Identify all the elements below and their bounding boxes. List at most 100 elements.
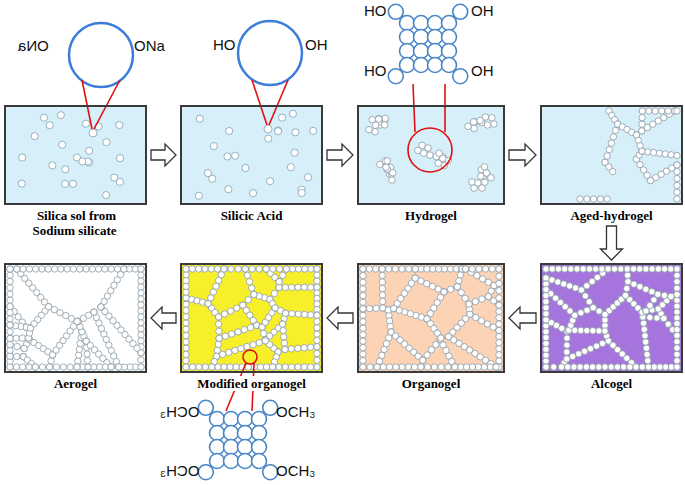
silica-particle bbox=[485, 293, 491, 299]
silica-particle bbox=[496, 327, 502, 333]
silica-particle bbox=[661, 315, 667, 321]
silica-particle bbox=[314, 343, 320, 349]
silica-particle bbox=[469, 179, 476, 186]
panel-box bbox=[180, 263, 323, 373]
silica-particle bbox=[270, 266, 276, 272]
silica-particle bbox=[7, 285, 13, 291]
silica-particle bbox=[366, 266, 372, 272]
stage-panel: Modified organogel bbox=[180, 263, 323, 391]
silica-particle bbox=[301, 364, 307, 370]
silica-particle bbox=[475, 364, 481, 370]
molecule-unit bbox=[400, 30, 415, 45]
silica-particle bbox=[405, 266, 411, 272]
silica-particle bbox=[114, 266, 120, 272]
zoom-line bbox=[413, 84, 415, 132]
silica-particle bbox=[98, 304, 104, 310]
silica-particle bbox=[360, 272, 366, 278]
stage-label-wrap: Modified organogel bbox=[182, 376, 322, 391]
silica-particle bbox=[209, 364, 215, 370]
silica-particle bbox=[269, 364, 275, 370]
silica-particle bbox=[543, 328, 549, 334]
silica-particle bbox=[84, 357, 90, 363]
silica-particle bbox=[314, 266, 320, 272]
silica-particle bbox=[454, 284, 460, 290]
silica-particle bbox=[496, 308, 502, 314]
stage-label: Alcogel bbox=[589, 376, 634, 391]
chemical-group-label: OCH₃ bbox=[160, 403, 199, 420]
silica-particle bbox=[581, 348, 587, 354]
silica-particle bbox=[674, 189, 680, 195]
silica-particle bbox=[183, 301, 189, 307]
silica-particle bbox=[454, 284, 460, 290]
silica-particle bbox=[558, 364, 564, 370]
silica-particle bbox=[216, 335, 222, 341]
silica-particle bbox=[483, 170, 490, 177]
silica-particle bbox=[301, 284, 307, 290]
chemical-group-label: OH bbox=[471, 62, 494, 79]
panel-fill bbox=[180, 263, 323, 373]
silica-particle bbox=[108, 364, 114, 370]
silica-particle bbox=[674, 291, 680, 297]
silica-particle bbox=[555, 279, 561, 285]
silica-particle bbox=[630, 266, 636, 272]
silica-particle bbox=[45, 266, 51, 272]
silica-particle bbox=[379, 272, 385, 278]
silica-particle bbox=[483, 170, 490, 177]
molecule-unit bbox=[198, 400, 213, 415]
silica-particle bbox=[655, 266, 661, 272]
silica-particle bbox=[7, 316, 13, 322]
silica-particle bbox=[462, 295, 468, 301]
silica-particle bbox=[222, 333, 228, 339]
silica-particle bbox=[674, 175, 680, 181]
silica-particle bbox=[196, 364, 202, 370]
silica-particle bbox=[543, 305, 549, 311]
silica-particle bbox=[215, 314, 221, 320]
molecule-unit bbox=[252, 412, 267, 427]
silica-particle bbox=[457, 364, 463, 370]
silica-particle bbox=[216, 328, 222, 334]
silica-particle bbox=[265, 135, 272, 142]
silica-particle bbox=[543, 275, 549, 281]
silica-particle bbox=[53, 364, 59, 370]
silica-particle bbox=[360, 312, 366, 318]
silica-particle bbox=[543, 334, 549, 340]
silica-particle bbox=[14, 266, 20, 272]
silica-particle bbox=[496, 302, 502, 308]
chemical-group-label: HO bbox=[364, 62, 387, 79]
silica-particle bbox=[674, 272, 680, 278]
silica-particle bbox=[596, 364, 602, 370]
silica-particle bbox=[283, 266, 289, 272]
silica-particle bbox=[13, 364, 19, 370]
silica-particle bbox=[453, 266, 459, 272]
silica-particle bbox=[202, 266, 208, 272]
silica-particle bbox=[102, 192, 109, 199]
silica-particle bbox=[420, 357, 426, 363]
silica-particle bbox=[496, 333, 502, 339]
silica-particle bbox=[643, 345, 649, 351]
silica-particle bbox=[643, 308, 649, 314]
silica-particle bbox=[183, 351, 189, 357]
silica-particle bbox=[445, 333, 451, 339]
stage-label: Organogel bbox=[400, 376, 463, 391]
silica-particle bbox=[360, 364, 366, 370]
silica-particle bbox=[263, 266, 269, 272]
silica-particle bbox=[138, 272, 144, 278]
silica-particle bbox=[470, 119, 477, 126]
silica-particle bbox=[48, 358, 54, 364]
silica-particle bbox=[596, 328, 602, 334]
molecule-unit bbox=[210, 454, 225, 469]
silica-particle bbox=[7, 303, 13, 309]
silica-particle bbox=[674, 339, 680, 345]
silica-particle bbox=[360, 306, 366, 312]
stage-label-wrap: Aged-hydrogel bbox=[542, 208, 682, 223]
silica-particle bbox=[633, 364, 639, 370]
silica-particle bbox=[661, 315, 667, 321]
silica-particle bbox=[650, 149, 656, 155]
silica-particle bbox=[575, 351, 581, 357]
silica-particle bbox=[183, 307, 189, 313]
silica-particle bbox=[7, 278, 13, 284]
silica-particle bbox=[225, 186, 232, 193]
silica-particle bbox=[310, 127, 317, 134]
silica-particle bbox=[7, 341, 13, 347]
